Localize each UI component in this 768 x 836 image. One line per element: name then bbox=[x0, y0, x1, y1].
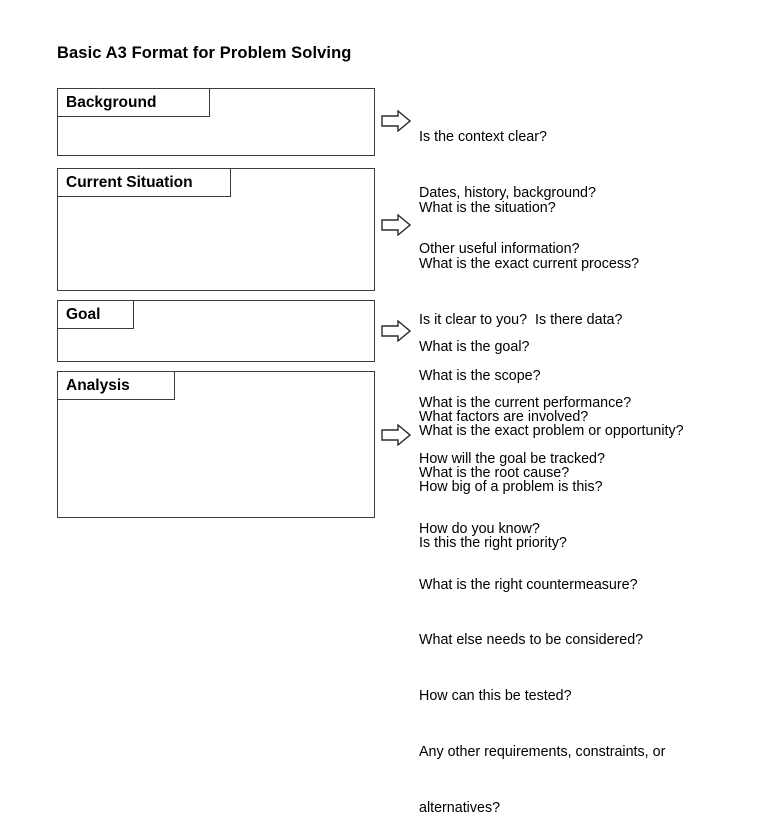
question-line: What is the current performance? bbox=[419, 394, 632, 411]
right-arrow-icon bbox=[381, 424, 411, 446]
question-line: How do you know? bbox=[419, 520, 540, 537]
question-line: What is the exact current process? bbox=[419, 255, 640, 272]
question-line: What is the goal? bbox=[419, 339, 530, 356]
current-situation-label: Current Situation bbox=[66, 173, 193, 191]
question-line: What else needs to be considered? bbox=[419, 632, 644, 649]
section-goal: Goal bbox=[57, 300, 375, 362]
right-arrow-icon bbox=[381, 110, 411, 132]
question-line: Is the context clear? bbox=[419, 129, 547, 146]
section-background: Background bbox=[57, 88, 375, 156]
question-line: How will the goal be tracked? bbox=[419, 450, 605, 467]
goal-label: Goal bbox=[66, 305, 101, 323]
section-current-situation: Current Situation bbox=[57, 168, 375, 291]
question-line: How big of a problem is this? bbox=[419, 479, 603, 496]
question-line: What is the scope? bbox=[419, 367, 541, 384]
question-line: What is the root cause? bbox=[419, 464, 570, 481]
background-questions: Is the context clear? Dates, history, ba… bbox=[419, 91, 596, 277]
analysis-label: Analysis bbox=[66, 376, 130, 394]
question-line: What is the exact problem or opportunity… bbox=[419, 423, 684, 440]
current-situation-questions: What is the situation? What is the exact… bbox=[419, 162, 684, 571]
question-line: Is it clear to you? Is there data? bbox=[419, 311, 623, 328]
question-line: Any other requirements, constraints, or bbox=[419, 743, 666, 760]
page-title: Basic A3 Format for Problem Solving bbox=[57, 44, 352, 62]
question-line: Is this the right priority? bbox=[419, 534, 567, 551]
right-arrow-icon bbox=[381, 214, 411, 236]
question-line: What is the situation? bbox=[419, 200, 556, 217]
question-line: How can this be tested? bbox=[419, 688, 572, 705]
right-arrow-icon bbox=[381, 320, 411, 342]
question-line: Other useful information? bbox=[419, 240, 580, 257]
question-line: Dates, history, background? bbox=[419, 184, 596, 201]
analysis-questions: What factors are involved? What is the r… bbox=[419, 371, 665, 836]
goal-questions: What is the goal? What is the current pe… bbox=[419, 301, 631, 487]
goal-label-box: Goal bbox=[57, 300, 134, 329]
analysis-label-box: Analysis bbox=[57, 371, 175, 400]
section-analysis: Analysis bbox=[57, 371, 375, 518]
question-line: What factors are involved? bbox=[419, 409, 589, 426]
question-line: What is the right countermeasure? bbox=[419, 576, 638, 593]
question-line: alternatives? bbox=[419, 799, 501, 816]
background-label: Background bbox=[66, 93, 157, 111]
background-label-box: Background bbox=[57, 88, 210, 117]
current-situation-label-box: Current Situation bbox=[57, 168, 231, 197]
